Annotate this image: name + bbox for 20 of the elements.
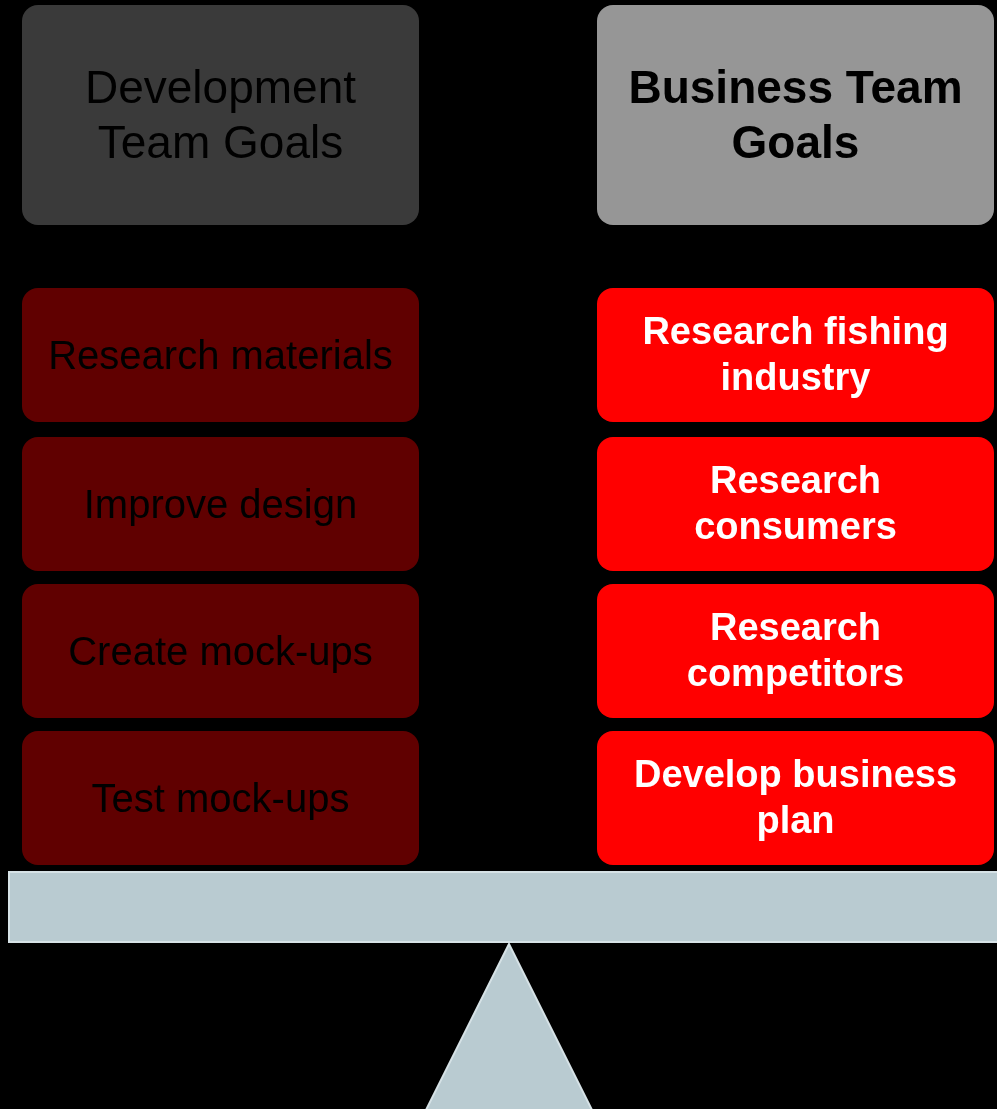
team-header [597,5,994,225]
goal-text: Research consumers [693,458,898,549]
goal-text: Develop business plan [632,752,959,843]
goal-box [22,584,419,718]
goal-box [597,437,994,571]
goal-text: Research fishing industry [641,309,950,400]
goal-text: Create mock-ups [67,628,374,675]
goal-box [22,437,419,571]
goal-box [22,731,419,865]
goal-box [597,288,994,422]
goal-text: Research competitors [685,605,906,696]
goal-box [597,731,994,865]
goal-text: Test mock-ups [90,775,351,822]
goal-box [597,584,994,718]
goal-box [22,288,419,422]
goal-text: Improve design [82,481,359,528]
goal-text: Research materials [47,332,394,379]
team-header [22,5,419,225]
header-text: Business Team Goals [627,59,964,170]
header-text: Development Team Goals [83,59,357,170]
